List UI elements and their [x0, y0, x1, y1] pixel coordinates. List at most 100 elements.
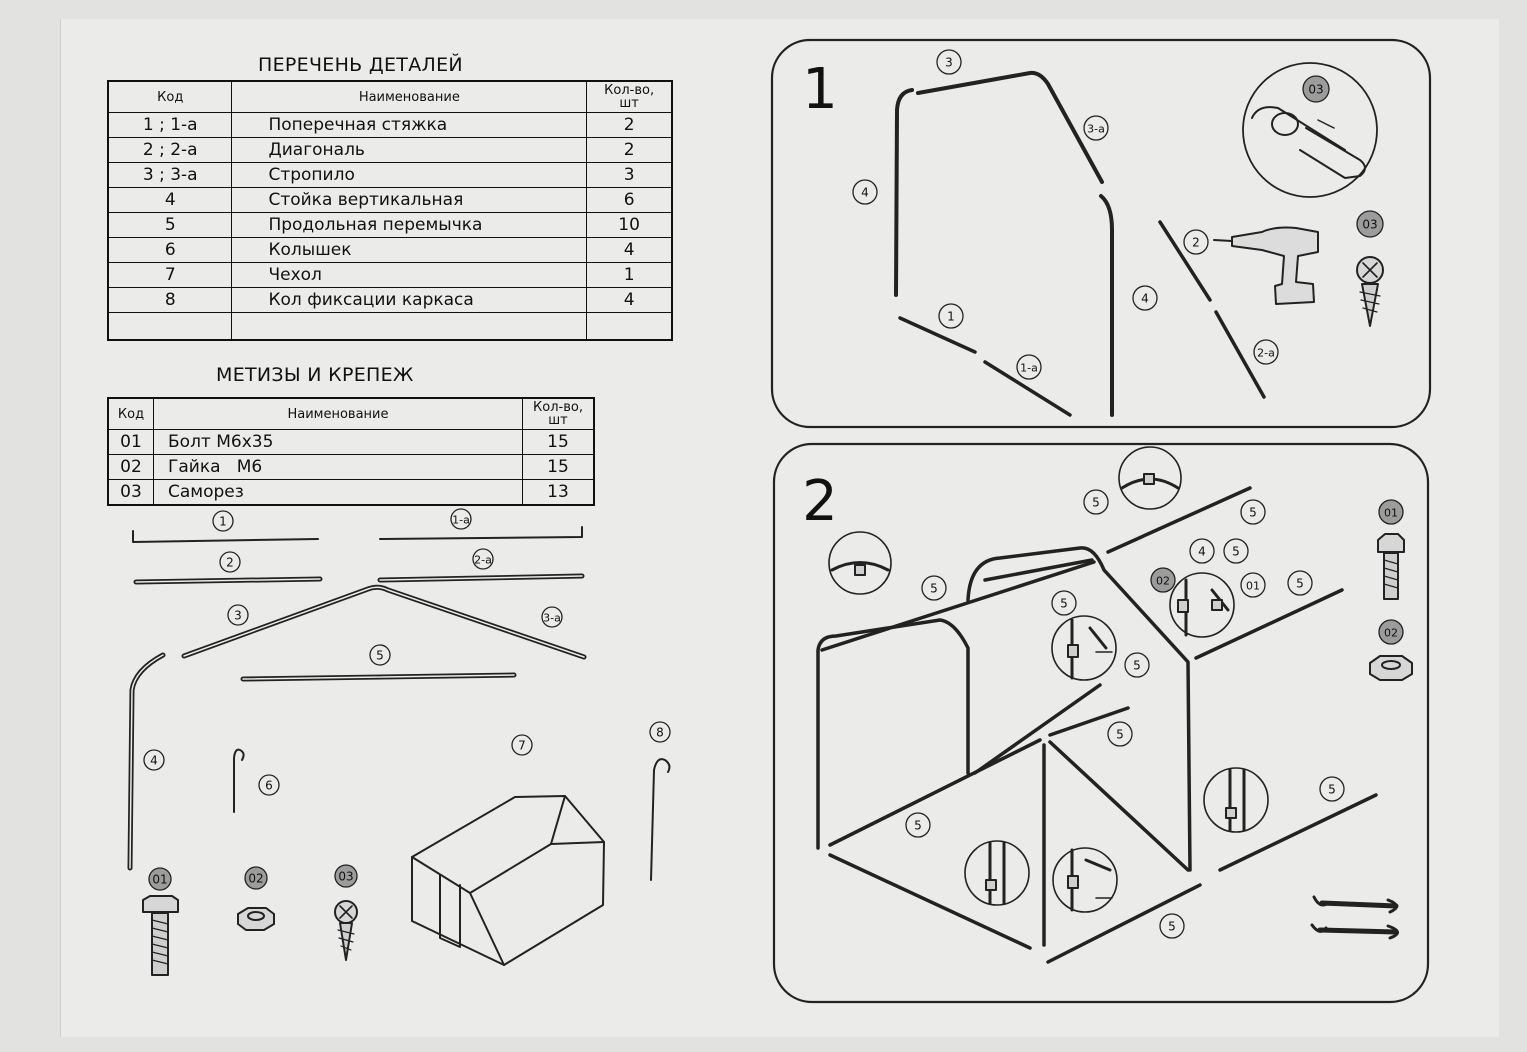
- part-label-3a: 3-а: [541, 606, 563, 628]
- row-name: Болт М6х35: [153, 429, 523, 455]
- parts-table: Код Наименование Кол-во, шт 1 ; 1-а Попе…: [107, 80, 673, 341]
- step2-detail-circle: [964, 840, 1030, 906]
- step1-label-4: 4: [852, 179, 878, 205]
- svg-text:8: 8: [656, 726, 664, 740]
- svg-text:2-а: 2-а: [474, 554, 492, 567]
- row-qty: [586, 312, 673, 341]
- part-label-3: 3: [227, 604, 249, 626]
- part-label-5: 5: [369, 644, 391, 666]
- step1-rafter-3: [916, 70, 1104, 184]
- table-row: 7 Чехол 1: [107, 262, 673, 288]
- hardware-table-title: МЕТИЗЫ И КРЕПЕЖ: [216, 364, 414, 386]
- svg-text:2-а: 2-а: [1257, 347, 1275, 360]
- table-row: 8 Кол фиксации каркаса 4: [107, 287, 673, 313]
- step1-detail-circle: [1242, 62, 1378, 198]
- row-name: Кол фиксации каркаса: [231, 287, 588, 313]
- row-code: 8: [107, 287, 233, 313]
- row-code: [107, 312, 233, 341]
- qty-header: Кол-во, шт: [586, 80, 673, 113]
- svg-text:01: 01: [152, 873, 167, 887]
- drill-icon: [1213, 226, 1319, 305]
- row-code: 03: [107, 479, 154, 506]
- svg-text:3-а: 3-а: [543, 612, 561, 625]
- table-row: 03 Саморез 13: [107, 479, 595, 506]
- row-code: 2 ; 2-а: [107, 137, 233, 163]
- step2-detail-circle: [1052, 847, 1118, 913]
- step2-label-5: 5: [1223, 538, 1249, 564]
- step-2-number: 2: [802, 469, 838, 534]
- svg-text:3: 3: [945, 56, 953, 70]
- part-label-8: 8: [649, 721, 671, 743]
- part-8-frame-stake: [650, 758, 671, 881]
- qty-header: Кол-во, шт: [522, 397, 595, 430]
- svg-text:5: 5: [1232, 545, 1240, 559]
- svg-text:2: 2: [226, 556, 234, 570]
- name-header: Наименование: [153, 397, 523, 430]
- svg-text:4: 4: [1141, 292, 1149, 306]
- hardware-table: Код Наименование Кол-во, шт 01 Болт М6х3…: [107, 397, 595, 506]
- wrench-icon: [1312, 895, 1399, 914]
- part-label-1: 1: [212, 510, 234, 532]
- row-code: 7: [107, 262, 233, 288]
- svg-text:02: 02: [1384, 627, 1398, 640]
- row-qty: 15: [522, 454, 595, 480]
- step1-post-4: [894, 88, 914, 297]
- step1-label-4b: 4: [1132, 285, 1158, 311]
- svg-text:03: 03: [1362, 218, 1377, 232]
- svg-text:5: 5: [1328, 783, 1336, 797]
- hardware-table-header: Код Наименование Кол-во, шт: [107, 397, 595, 430]
- step2-bolt-icon: [1377, 533, 1405, 600]
- step1-cross-tie: [898, 316, 1072, 417]
- step1-diagonal: [1158, 220, 1266, 399]
- svg-text:1-а: 1-а: [1020, 362, 1038, 375]
- row-name: Стропило: [231, 162, 588, 188]
- step2-label-01: 01: [1240, 572, 1266, 598]
- step2-label-5: 5: [1083, 489, 1109, 515]
- screw-03-icon: [334, 900, 358, 961]
- step-2-panel: 2 5 5 5 5 5 5: [772, 442, 1430, 1004]
- row-name: Чехол: [231, 262, 588, 288]
- row-name: Саморез: [153, 479, 523, 506]
- svg-text:3: 3: [234, 609, 242, 623]
- step2-nut-icon: [1369, 655, 1413, 681]
- step2-detail-circle: [1203, 767, 1269, 833]
- step2-label-4: 4: [1189, 538, 1215, 564]
- svg-text:6: 6: [265, 779, 273, 793]
- bolt-01-icon: [142, 895, 179, 976]
- step1-label-3: 3: [936, 49, 962, 75]
- parts-table-title: ПЕРЕЧЕНЬ ДЕТАЛЕЙ: [258, 54, 463, 76]
- step2-label-5: 5: [1240, 499, 1266, 525]
- parts-diagram: 1 1-а 2 2-а 3 3-а 5 4 6: [127, 508, 671, 976]
- step2-label-02-nut: 02: [1378, 619, 1404, 645]
- row-name: Поперечная стяжка: [231, 112, 588, 138]
- step1-label-2a: 2-а: [1253, 339, 1279, 365]
- table-row: 5 Продольная перемычка 10: [107, 212, 673, 238]
- step2-detail-circle: [828, 531, 892, 595]
- step1-label-03: 03: [1356, 210, 1384, 238]
- row-name: Продольная перемычка: [231, 212, 588, 238]
- svg-text:5: 5: [1060, 597, 1068, 611]
- part-6-peg: [233, 748, 245, 813]
- step2-label-02: 02: [1150, 567, 1176, 593]
- svg-text:03: 03: [338, 870, 353, 884]
- svg-text:3-а: 3-а: [1087, 123, 1105, 136]
- table-row: 02 Гайка М6 15: [107, 454, 595, 480]
- nut-02-icon: [237, 907, 275, 931]
- part-1-cross-tie: [132, 530, 319, 543]
- step2-detail-circle: [1051, 615, 1117, 681]
- part-label-7: 7: [511, 734, 533, 756]
- wrench-icon: [1310, 923, 1399, 940]
- step1-label-1: 1: [938, 303, 964, 329]
- svg-text:4: 4: [861, 186, 869, 200]
- row-code: 1 ; 1-а: [107, 112, 233, 138]
- part-label-1a: 1-а: [450, 508, 472, 530]
- step2-label-5: 5: [1319, 776, 1345, 802]
- svg-text:02: 02: [248, 872, 263, 886]
- fastener-label-03: 03: [334, 864, 358, 888]
- step2-label-01-bolt: 01: [1378, 499, 1404, 525]
- svg-text:5: 5: [1296, 577, 1304, 591]
- code-header: Код: [107, 80, 233, 113]
- step2-label-5: 5: [1159, 913, 1185, 939]
- svg-text:5: 5: [1168, 920, 1176, 934]
- step1-detail-label-03: 03: [1302, 75, 1330, 103]
